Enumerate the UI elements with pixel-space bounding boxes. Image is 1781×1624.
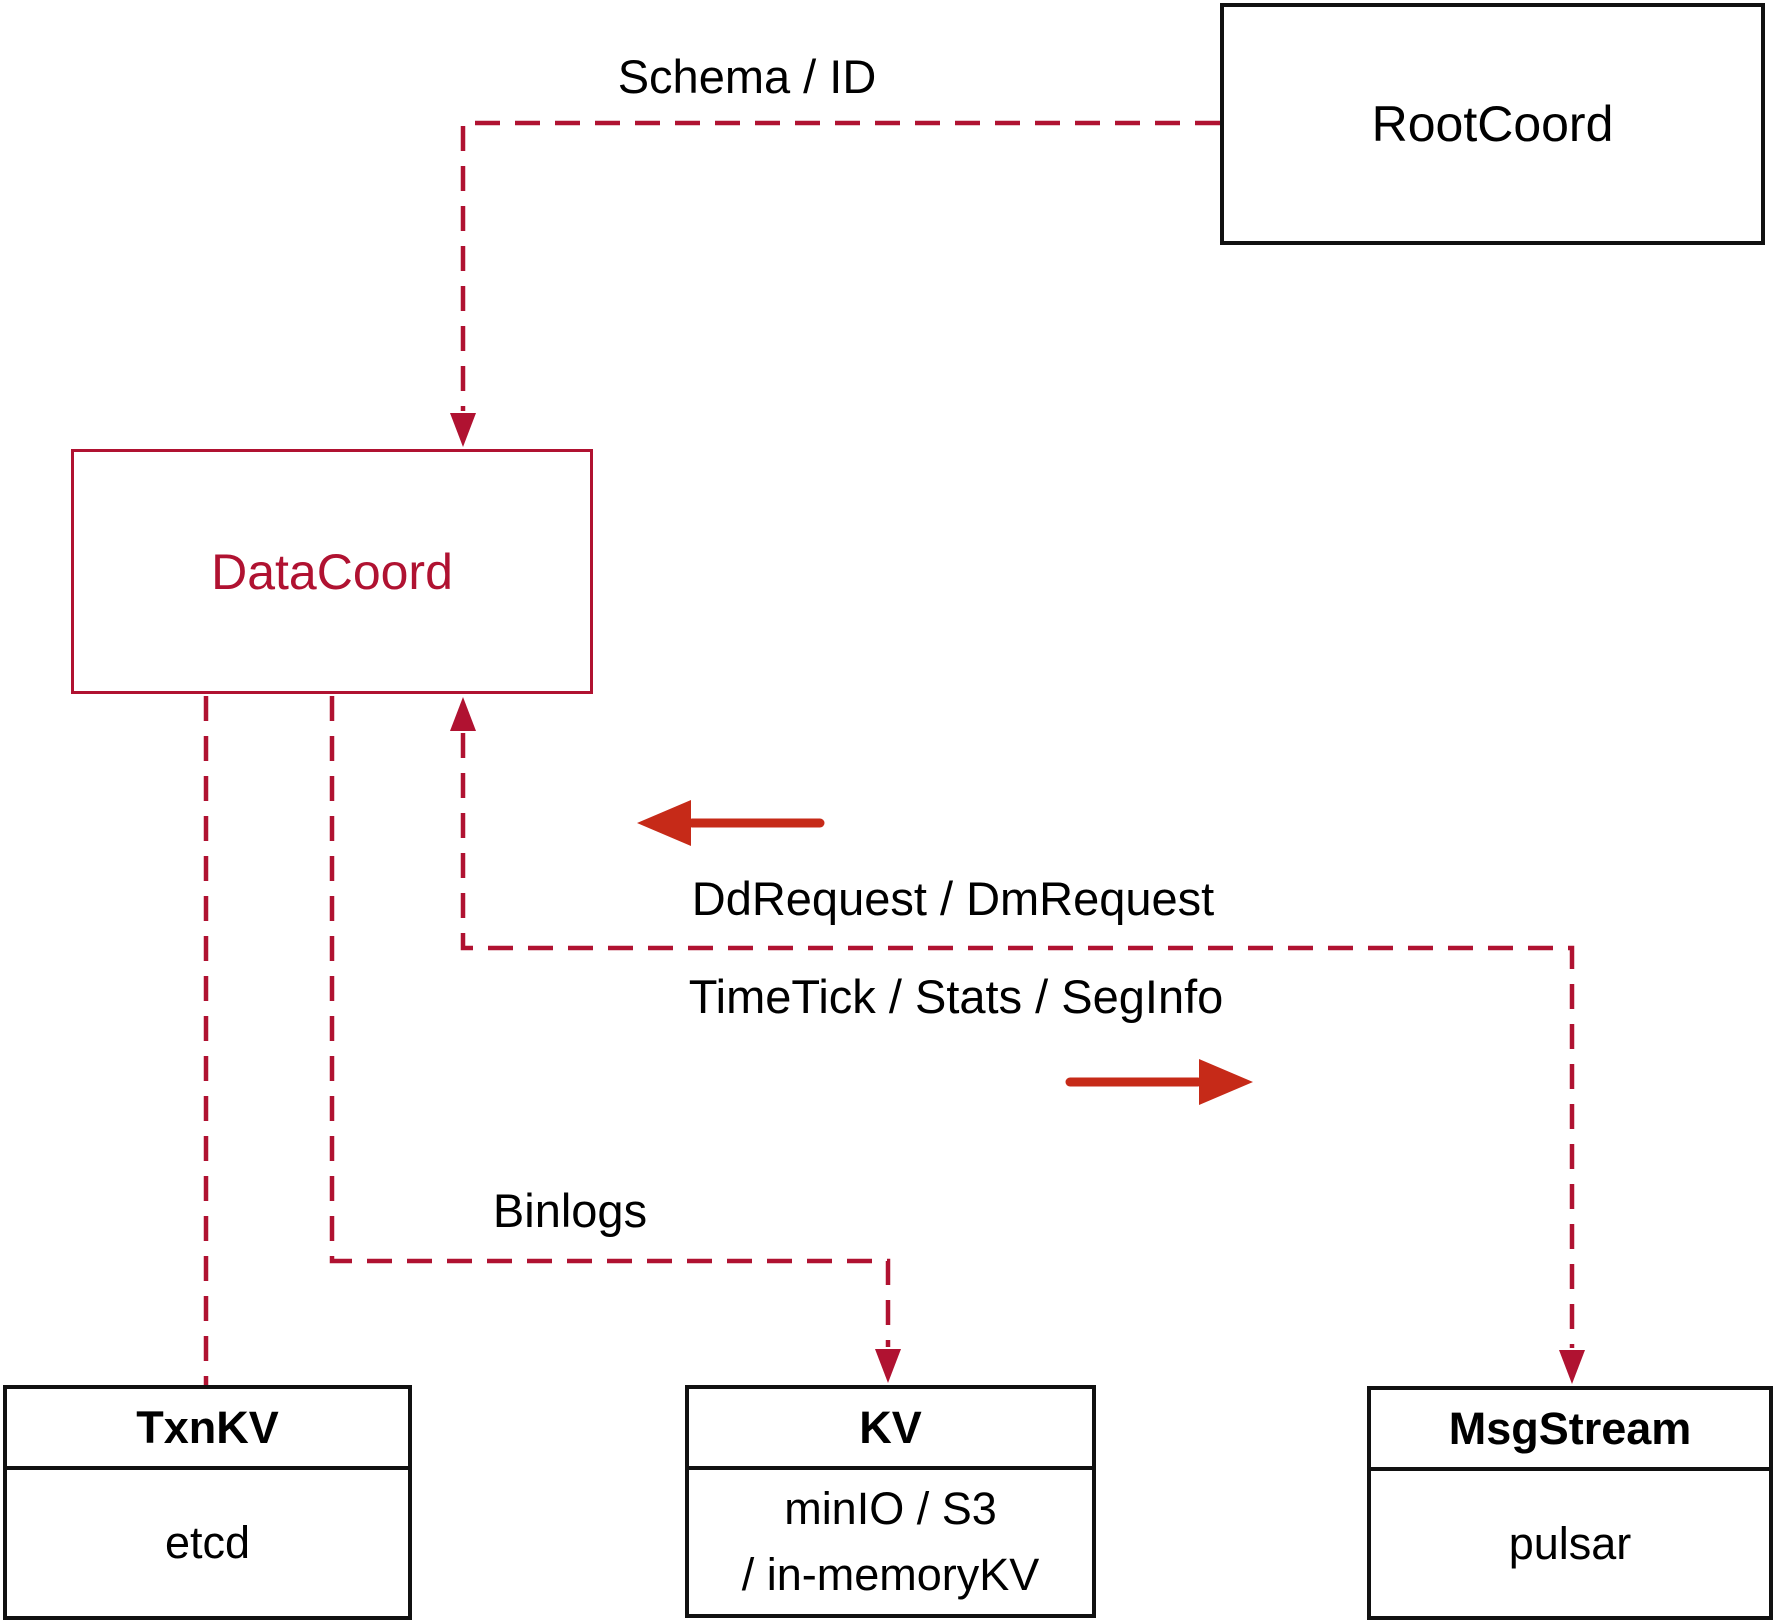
kv-detail-line1: minIO / S3 [784, 1483, 997, 1534]
datacoord-label: DataCoord [211, 543, 453, 600]
txnkv-detail: etcd [164, 1517, 251, 1568]
right-direction-arrow-icon [1065, 1059, 1253, 1105]
edge-label-ddrequest: DdRequest / DmRequest [691, 872, 1215, 925]
node-msgstream: MsgStream pulsar [1367, 1386, 1773, 1620]
msgstream-title: MsgStream [1371, 1390, 1769, 1471]
edge-rootcoord-to-datacoord [460, 120, 1220, 411]
edge-label-binlogs: Binlogs [492, 1184, 648, 1237]
node-rootcoord: RootCoord [1220, 3, 1765, 245]
kv-detail-line2: / in-memoryKV [741, 1549, 1040, 1600]
arrowhead-into-datacoord-bottom-icon [450, 697, 476, 731]
rootcoord-label: RootCoord [1371, 96, 1614, 152]
edge-datacoord-to-kv [329, 696, 891, 1347]
kv-title: KV [689, 1389, 1092, 1470]
arrowhead-into-datacoord-top-icon [450, 413, 476, 447]
edge-datacoord-msgstream [460, 733, 1575, 1348]
txnkv-title: TxnKV [7, 1389, 408, 1470]
edge-label-timetick: TimeTick / Stats / SegInfo [688, 970, 1224, 1023]
msgstream-detail: pulsar [1508, 1517, 1632, 1569]
arrowhead-into-msgstream-top-icon [1559, 1350, 1585, 1384]
edge-label-schema-id: Schema / ID [617, 50, 877, 103]
node-txnkv: TxnKV etcd [3, 1385, 412, 1620]
node-kv: KV minIO / S3 / in-memoryKV [685, 1385, 1096, 1618]
left-direction-arrow-icon [637, 800, 825, 846]
node-datacoord: DataCoord [71, 449, 593, 694]
arrowhead-into-kv-top-icon [875, 1349, 901, 1383]
